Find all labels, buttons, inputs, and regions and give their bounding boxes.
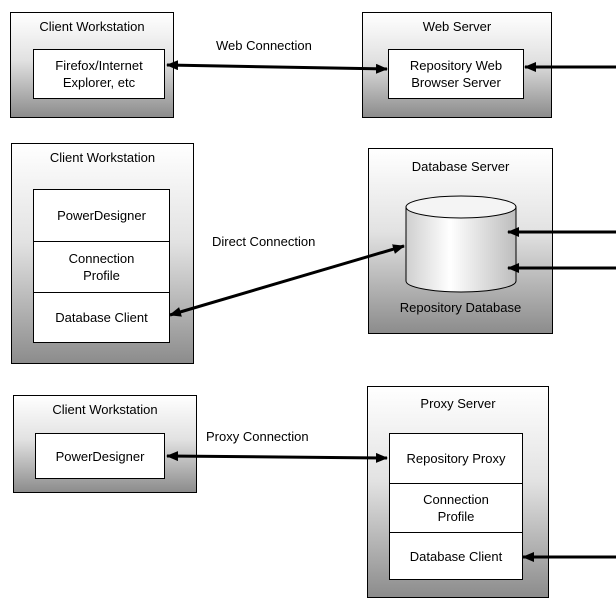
proxy-server-title: Proxy Server [420,396,496,411]
repository-proxy-cell: Repository Proxy [390,434,522,484]
proxy-powerdesigner: PowerDesigner [35,433,165,479]
proxy-db-client-label: Database Client [409,548,503,564]
web-server-comp-line2: Browser Server [411,75,501,90]
powerdesigner-cell: PowerDesigner [34,190,169,242]
profile-line1: Connection [68,251,135,266]
web-server: Web Server Repository Web Browser Server [362,12,552,118]
repository-database-label: Repository Database [399,300,522,315]
proxy-profile-line1: Connection [423,492,489,507]
web-server-comp-line1: Repository Web [409,58,503,73]
browser-component: Firefox/Internet Explorer, etc [33,49,165,99]
proxy-server: Proxy Server Repository Proxy Connection… [367,386,549,598]
proxy-client-title: Client Workstation [52,402,158,417]
connection-profile-cell: Connection Profile [34,242,169,293]
browser-line2: Explorer, etc [62,75,136,90]
web-connection-arrow [166,60,388,74]
web-server-title: Web Server [422,19,492,34]
proxy-connection-arrow [166,451,388,463]
repository-web-browser-server: Repository Web Browser Server [388,49,524,99]
proxy-profile-cell: Connection Profile [390,484,522,533]
web-connection-label: Web Connection [216,38,312,53]
database-cylinder-icon [405,195,517,293]
web-client-title: Client Workstation [39,19,145,34]
direct-client-title: Client Workstation [49,150,156,165]
powerdesigner-label: PowerDesigner [57,208,146,223]
direct-connection-arrow [169,244,405,317]
direct-client-workstation: Client Workstation PowerDesigner Connect… [11,143,194,364]
web-client-workstation: Client Workstation Firefox/Internet Expl… [10,12,174,118]
profile-line2: Profile [83,268,120,283]
proxy-connection-label: Proxy Connection [206,429,309,444]
browser-line1: Firefox/Internet [55,58,143,73]
proxy-profile-line2: Profile [437,509,475,524]
proxy-powerdesigner-label: PowerDesigner [55,448,145,464]
proxy-server-stack: Repository Proxy Connection Profile Data… [389,433,523,580]
proxy-client-workstation: Client Workstation PowerDesigner [13,395,197,493]
db-client-label: Database Client [55,310,148,325]
db-server-title: Database Server [411,159,510,174]
database-client-cell: Database Client [34,293,169,342]
direct-client-stack: PowerDesigner Connection Profile Databas… [33,189,170,343]
proxy-db-client-cell: Database Client [390,533,522,579]
repo-proxy-label: Repository Proxy [406,451,506,466]
